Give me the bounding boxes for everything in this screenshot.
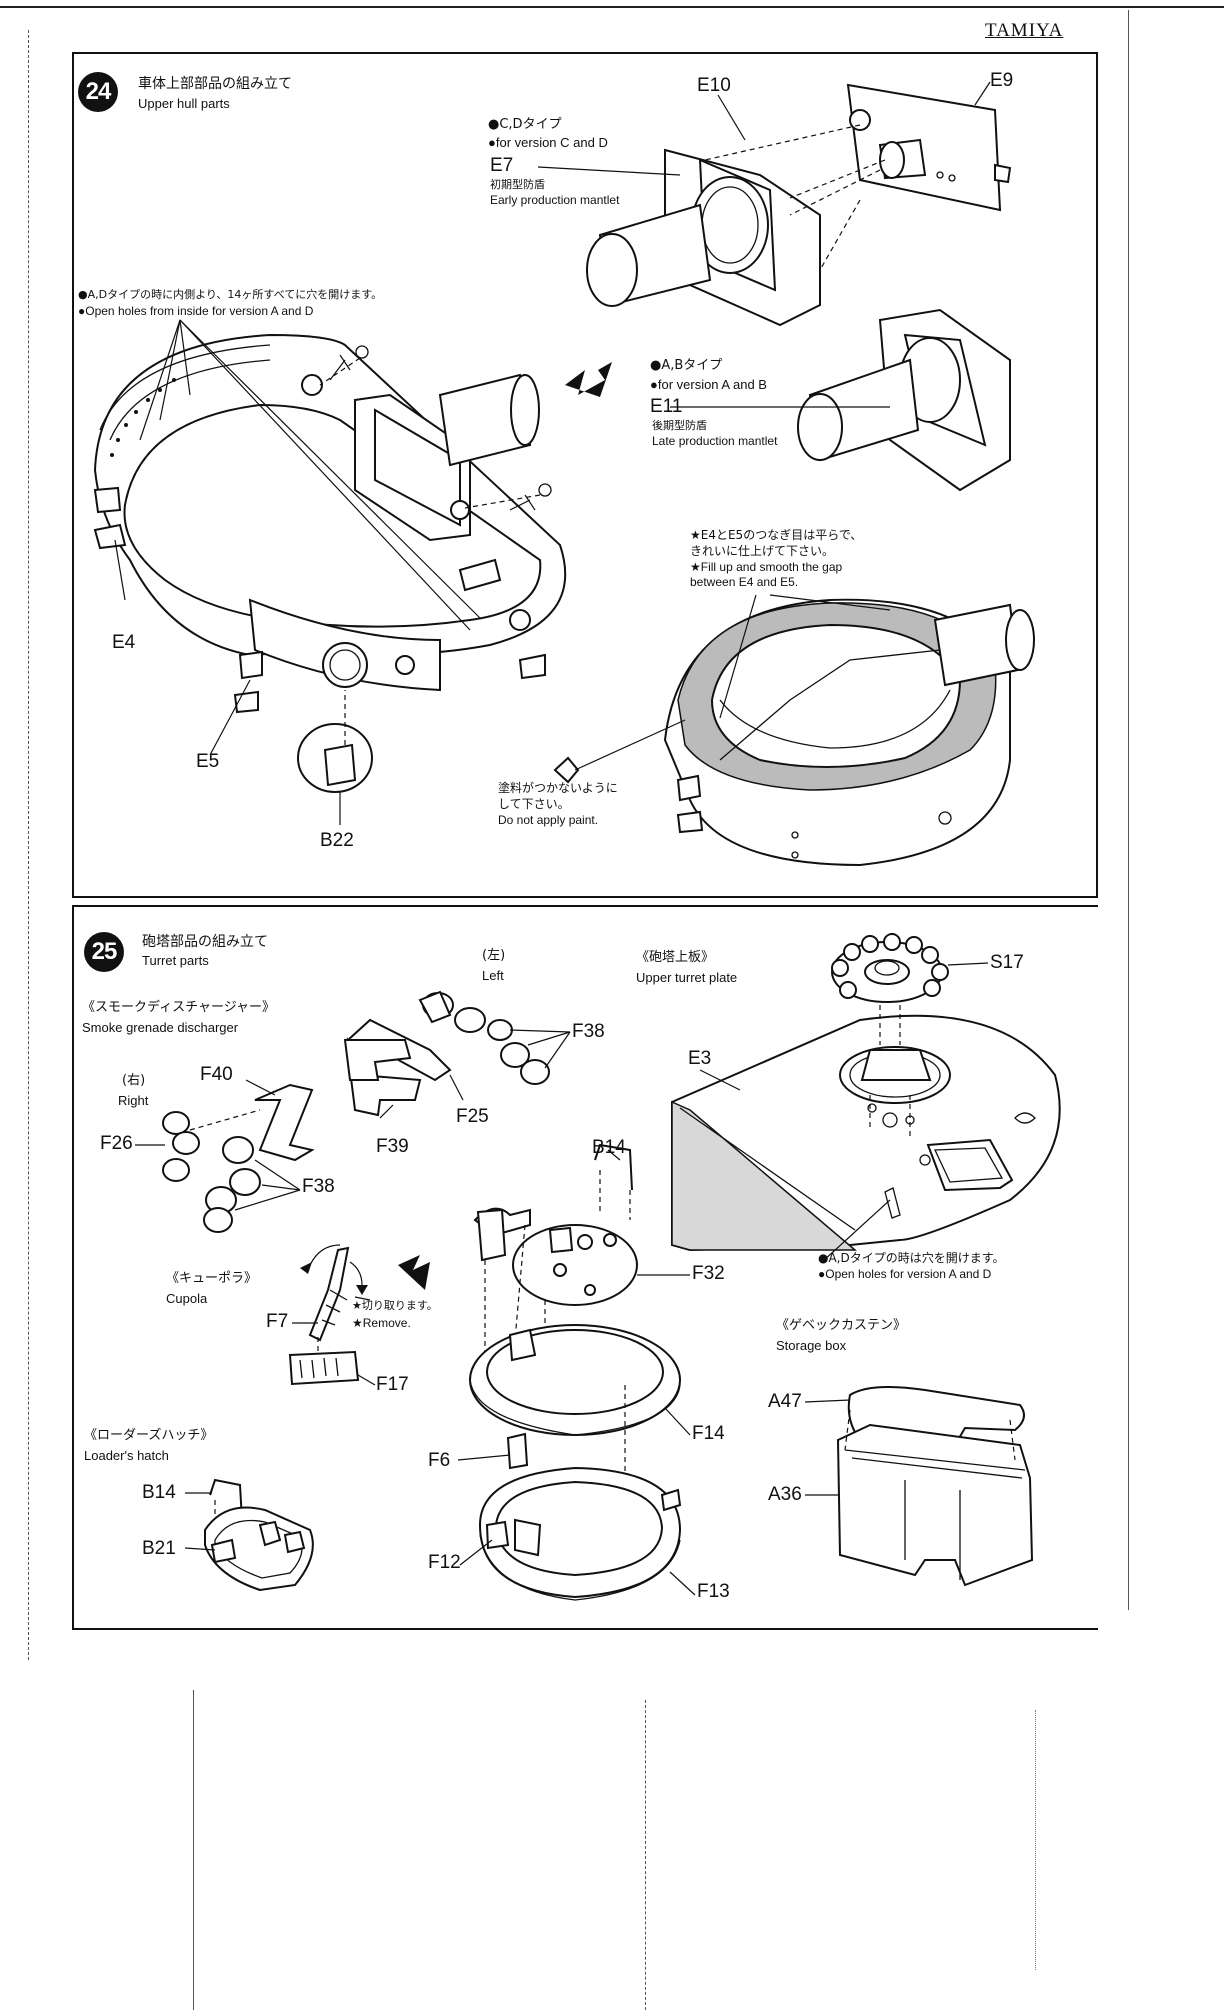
smoke-discharger-jp: 《スモークディスチャージャー》 [82, 1000, 276, 1015]
early-mantlet-assembly [537, 81, 1012, 327]
column-line-1 [193, 1690, 194, 2010]
part-label-f38-left: F38 [572, 1021, 605, 1042]
right-jp: (右) [122, 1073, 146, 1088]
gap-note-en-1: ★Fill up and smooth the gap [690, 560, 843, 574]
late-mantlet-en: Late production mantlet [652, 434, 778, 448]
part-label-b21: B21 [142, 1538, 176, 1559]
brand-logo: TAMIYA [985, 20, 1064, 41]
remove-note-jp: ★切り取ります。 [352, 1299, 438, 1312]
part-label-b14-hatch: B14 [142, 1482, 176, 1503]
storage-box-jp: 《ゲベックカステン》 [776, 1318, 907, 1333]
part-label-a47: A47 [768, 1391, 802, 1412]
loaders-hatch-en: Loader's hatch [84, 1448, 169, 1463]
assembled-turret-ring [553, 594, 1035, 867]
part-label-e5: E5 [196, 751, 220, 772]
part-label-f12: F12 [428, 1552, 461, 1573]
note-version-ab-jp: ●A,Bタイプ [650, 358, 723, 373]
column-line-2 [645, 1700, 647, 2010]
storage-box-en: Storage box [776, 1338, 847, 1353]
part-label-f14: F14 [692, 1423, 725, 1444]
part-label-f38-right: F38 [302, 1176, 335, 1197]
step-24-number: 24 [78, 72, 118, 112]
gap-note-jp-1: ★E4とE5のつなぎ目は平らで、 [690, 528, 863, 542]
paint-note-jp-1: 塗料がつかないように [498, 781, 618, 795]
part-label-f7: F7 [266, 1311, 289, 1332]
late-mantlet-assembly [670, 308, 1011, 492]
margin-line-right [1128, 10, 1129, 1610]
smoke-discharger-right [135, 1079, 315, 1233]
loaders-hatch-parts [184, 1478, 314, 1592]
upper-turret-plate [671, 933, 1061, 1263]
part-label-f6: F6 [428, 1450, 451, 1471]
cupola-en: Cupola [166, 1291, 208, 1306]
part-label-e11: E11 [650, 396, 683, 417]
part-label-b22: B22 [320, 830, 354, 851]
step-25-panel [72, 905, 1098, 1630]
part-label-f25: F25 [456, 1106, 489, 1127]
step-24-title-jp: 車体上部部品の組み立て [138, 76, 292, 92]
part-label-e3: E3 [688, 1048, 712, 1069]
upper-hull-ring [93, 319, 567, 756]
holes-ad-en: ●Open holes for version A and D [818, 1267, 992, 1281]
smoke-discharger-left [343, 990, 571, 1119]
step-24-title-en: Upper hull parts [138, 96, 230, 111]
smoke-discharger-en: Smoke grenade discharger [82, 1020, 239, 1035]
part-label-f32: F32 [692, 1263, 725, 1284]
gap-note-en-2: between E4 and E5. [690, 575, 799, 589]
upper-plate-en: Upper turret plate [636, 970, 738, 985]
note-version-cd-jp: ●C,Dタイプ [488, 117, 562, 132]
top-rule [0, 6, 1224, 8]
paint-note-jp-2: して下さい。 [498, 797, 570, 811]
b22-periscope [297, 690, 373, 825]
gap-note-jp-2: きれいに仕上げて下さい。 [690, 544, 835, 558]
holes-note-jp: ●A,Dタイプの時に内側より、14ヶ所すべてに穴を開けます。 [78, 288, 383, 301]
margin-line-left [28, 30, 30, 1660]
part-label-f17: F17 [376, 1374, 409, 1395]
left-jp: (左) [482, 948, 506, 963]
part-label-e4: E4 [112, 632, 136, 653]
early-mantlet-en: Early production mantlet [490, 193, 620, 207]
loaders-hatch-jp: 《ローダーズハッチ》 [84, 1428, 214, 1443]
remove-note-en: ★Remove. [352, 1316, 411, 1330]
left-en: Left [482, 968, 504, 983]
step-24-panel [72, 52, 1098, 898]
upper-plate-jp: 《砲塔上板》 [636, 950, 715, 965]
holes-ad-jp: ●A,Dタイプの時は穴を開けます。 [818, 1251, 1005, 1265]
paint-note-en: Do not apply paint. [498, 813, 599, 827]
note-version-ab-en: ●for version A and B [650, 377, 767, 392]
step-25-title-en: Turret parts [142, 953, 209, 968]
step-25-number: 25 [84, 932, 124, 972]
part-label-b14-turret: B14 [592, 1137, 626, 1158]
part-label-s17: S17 [990, 952, 1024, 973]
part-label-e10: E10 [697, 75, 731, 96]
cupola-jp: 《キューポラ》 [166, 1271, 258, 1286]
column-line-3 [1035, 1710, 1037, 1970]
part-label-e9: E9 [990, 70, 1014, 91]
late-mantlet-jp: 後期型防盾 [652, 419, 707, 432]
part-label-f26: F26 [100, 1133, 133, 1154]
assembly-arrow-25 [398, 1255, 430, 1290]
part-label-f39: F39 [376, 1136, 409, 1157]
early-mantlet-jp: 初期型防盾 [490, 178, 545, 191]
assembly-arrow-24 [565, 362, 612, 397]
cupola-parts [288, 1244, 430, 1386]
part-label-f13: F13 [697, 1581, 730, 1602]
right-en: Right [118, 1093, 149, 1108]
holes-note-en: ●Open holes from inside for version A an… [78, 304, 314, 318]
part-label-e7: E7 [490, 155, 514, 176]
step-25-title-jp: 砲塔部品の組み立て [142, 934, 268, 950]
part-label-f40: F40 [200, 1064, 233, 1085]
turret-ring-assembly [457, 1143, 696, 1601]
note-version-cd-en: ●for version C and D [488, 135, 608, 150]
storage-box-parts [804, 1386, 1034, 1587]
part-label-a36: A36 [768, 1484, 802, 1505]
